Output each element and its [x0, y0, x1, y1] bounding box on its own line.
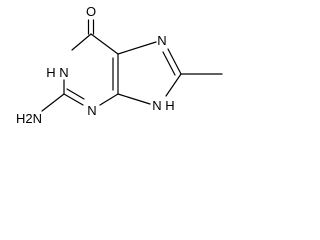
- bond-n7-c8-a: [167, 48, 182, 75]
- bond-c2-n3-a: [63, 93, 84, 106]
- atom-amine-group: H2N: [16, 111, 42, 126]
- atom-n7: N: [157, 33, 166, 48]
- atom-n9-hydrogen: H: [165, 98, 174, 113]
- atom-n1-hydrogen: H: [46, 65, 55, 80]
- bond-c5-n7: [117, 41, 157, 55]
- bond-n7-c8-b: [162, 51, 176, 76]
- bond-lines: [41, 19, 223, 112]
- guanine-structure-diagram: O H N H2N N N N H: [16, 4, 223, 126]
- bond-n3-c4: [99, 93, 119, 106]
- atom-n9: N: [152, 98, 161, 113]
- atom-n1: N: [59, 65, 68, 80]
- bond-c5-c6: [90, 33, 119, 55]
- bond-c2-nh2: [41, 93, 65, 112]
- bond-n9-c4: [117, 93, 151, 105]
- bond-c2-n3-b: [66, 88, 85, 100]
- atom-carbonyl-oxygen: O: [86, 4, 96, 19]
- bond-c8-n9: [165, 73, 182, 97]
- atom-n3: N: [87, 103, 96, 118]
- bond-c6-n1: [71, 33, 92, 51]
- atom-labels: O H N H2N N N N H: [16, 4, 175, 126]
